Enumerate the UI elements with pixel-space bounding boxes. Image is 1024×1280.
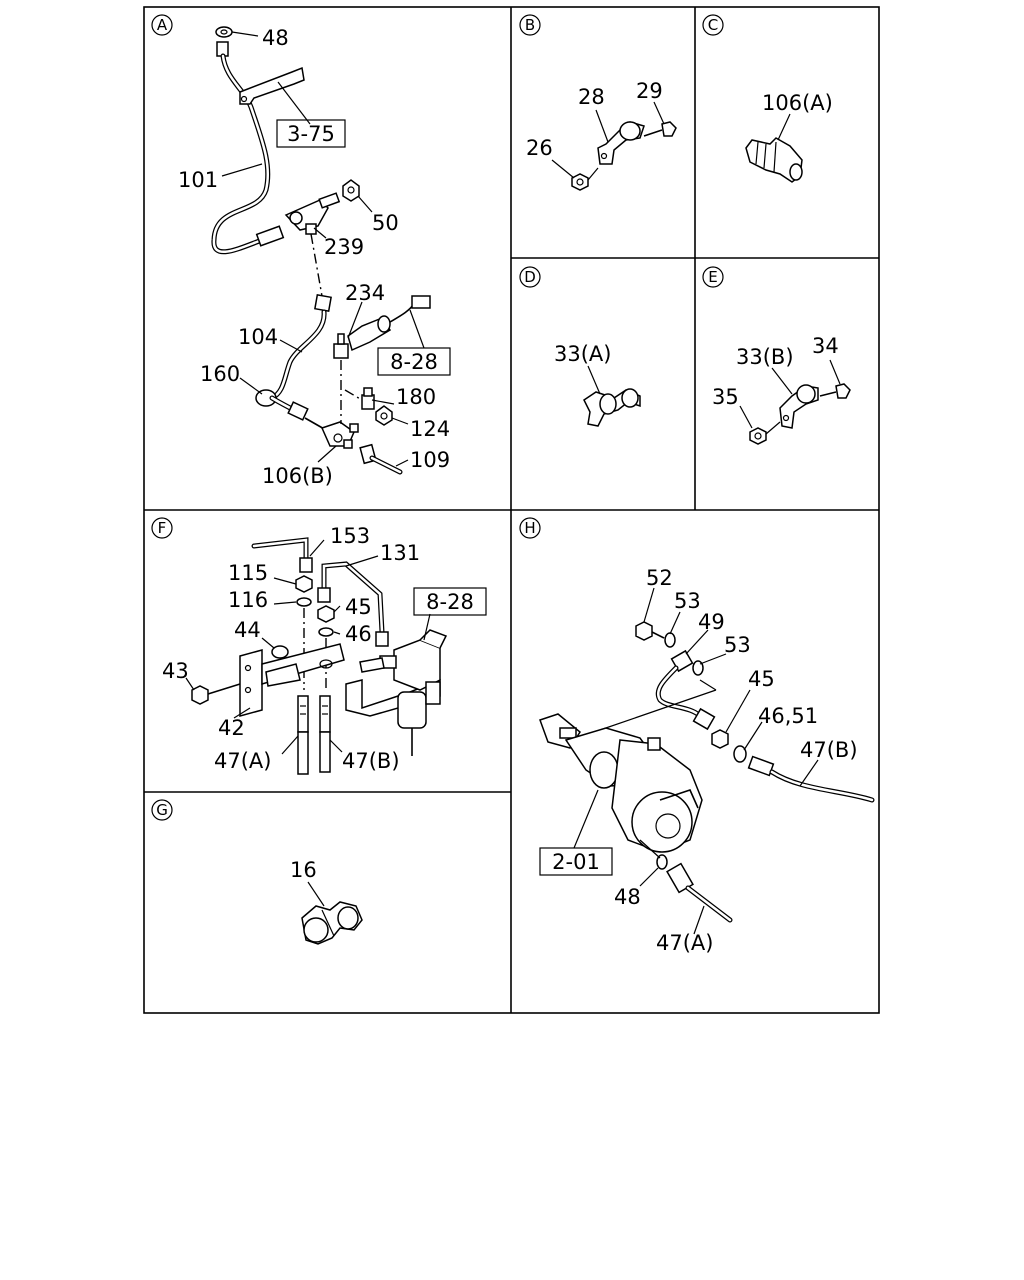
section-a-leaders [221, 31, 425, 467]
callout-f-8-28: 8-28 [426, 590, 474, 614]
section-h-drawing [539, 621, 875, 923]
callout-a-101: 101 [178, 168, 218, 192]
section-marker-d: D [519, 266, 541, 288]
callout-a-234: 234 [345, 281, 385, 305]
callout-f-131: 131 [380, 541, 420, 565]
callout-h-48: 48 [614, 885, 641, 909]
section-b-leaders [551, 101, 665, 179]
callout-e-34: 34 [812, 334, 839, 358]
callout-e-33b: 33(B) [736, 345, 794, 369]
callout-f-115: 115 [228, 561, 268, 585]
section-marker-c: C [702, 14, 724, 36]
callout-a-48: 48 [262, 26, 289, 50]
svg-text:G: G [156, 801, 168, 819]
section-f-leaders [185, 539, 431, 755]
callout-b-29: 29 [636, 79, 663, 103]
section-h-leaders [573, 587, 819, 935]
section-a-drawing [211, 26, 431, 475]
callout-h-2-01: 2-01 [552, 850, 600, 874]
callout-f-47a: 47(A) [214, 749, 271, 773]
section-marker-a: A [151, 14, 173, 36]
ref-box-f-8-28 [413, 587, 487, 616]
svg-text:A: A [157, 16, 168, 34]
svg-text:E: E [708, 268, 717, 286]
section-d-drawing [583, 388, 641, 427]
section-c-drawing [745, 137, 803, 183]
callout-c-106a: 106(A) [762, 91, 833, 115]
callout-a-8-28: 8-28 [390, 350, 438, 374]
callout-a-124: 124 [410, 417, 450, 441]
callout-a-109: 109 [410, 448, 450, 472]
callout-h-52: 52 [646, 566, 673, 590]
callout-h-47a: 47(A) [656, 931, 713, 955]
callout-a-106b: 106(B) [262, 464, 333, 488]
callout-a-50: 50 [372, 211, 399, 235]
svg-text:F: F [158, 519, 167, 537]
svg-text:D: D [524, 268, 536, 286]
callout-f-45: 45 [345, 595, 372, 619]
callout-h-45: 45 [748, 667, 775, 691]
callout-f-42: 42 [218, 716, 245, 740]
callout-a-239: 239 [324, 235, 364, 259]
callout-f-116: 116 [228, 588, 268, 612]
section-marker-h: H [519, 517, 541, 539]
section-marker-e: E [702, 266, 724, 288]
callout-h-46-51: 46,51 [758, 704, 818, 728]
callout-f-46: 46 [345, 622, 372, 646]
leader-c-106a [777, 113, 791, 141]
callout-h-53-bottom: 53 [724, 633, 751, 657]
leader-g-16 [307, 881, 325, 907]
section-marker-f: F [151, 517, 173, 539]
ref-box-a-8-28 [377, 347, 451, 376]
diagram-frame [143, 6, 880, 1014]
callout-f-47b: 47(B) [342, 749, 400, 773]
callout-h-53-top: 53 [674, 589, 701, 613]
callout-h-49: 49 [698, 610, 725, 634]
callout-h-47b: 47(B) [800, 738, 858, 762]
section-f-drawing [191, 537, 448, 775]
callout-a-160: 160 [200, 362, 240, 386]
callout-f-44: 44 [234, 618, 261, 642]
leader-d-33a [587, 365, 601, 395]
section-g-drawing [301, 901, 363, 945]
svg-text:B: B [525, 16, 535, 34]
callout-d-33a: 33(A) [554, 342, 611, 366]
section-marker-g: G [151, 799, 173, 821]
section-e-leaders [739, 359, 841, 429]
callout-b-26: 26 [526, 136, 553, 160]
svg-text:C: C [708, 16, 718, 34]
callout-g-16: 16 [290, 858, 317, 882]
callout-a-3-75: 3-75 [287, 122, 335, 146]
callout-a-104: 104 [238, 325, 278, 349]
callout-f-153: 153 [330, 524, 370, 548]
section-marker-b: B [519, 14, 541, 36]
callout-e-35: 35 [712, 385, 739, 409]
callout-f-43: 43 [162, 659, 189, 683]
section-e-drawing [749, 383, 851, 445]
callout-b-28: 28 [578, 85, 605, 109]
ref-box-a-3-75 [276, 119, 346, 148]
svg-text:H: H [524, 519, 535, 537]
section-b-drawing [571, 121, 677, 191]
ref-box-h-2-01 [539, 847, 613, 876]
callout-a-180: 180 [396, 385, 436, 409]
